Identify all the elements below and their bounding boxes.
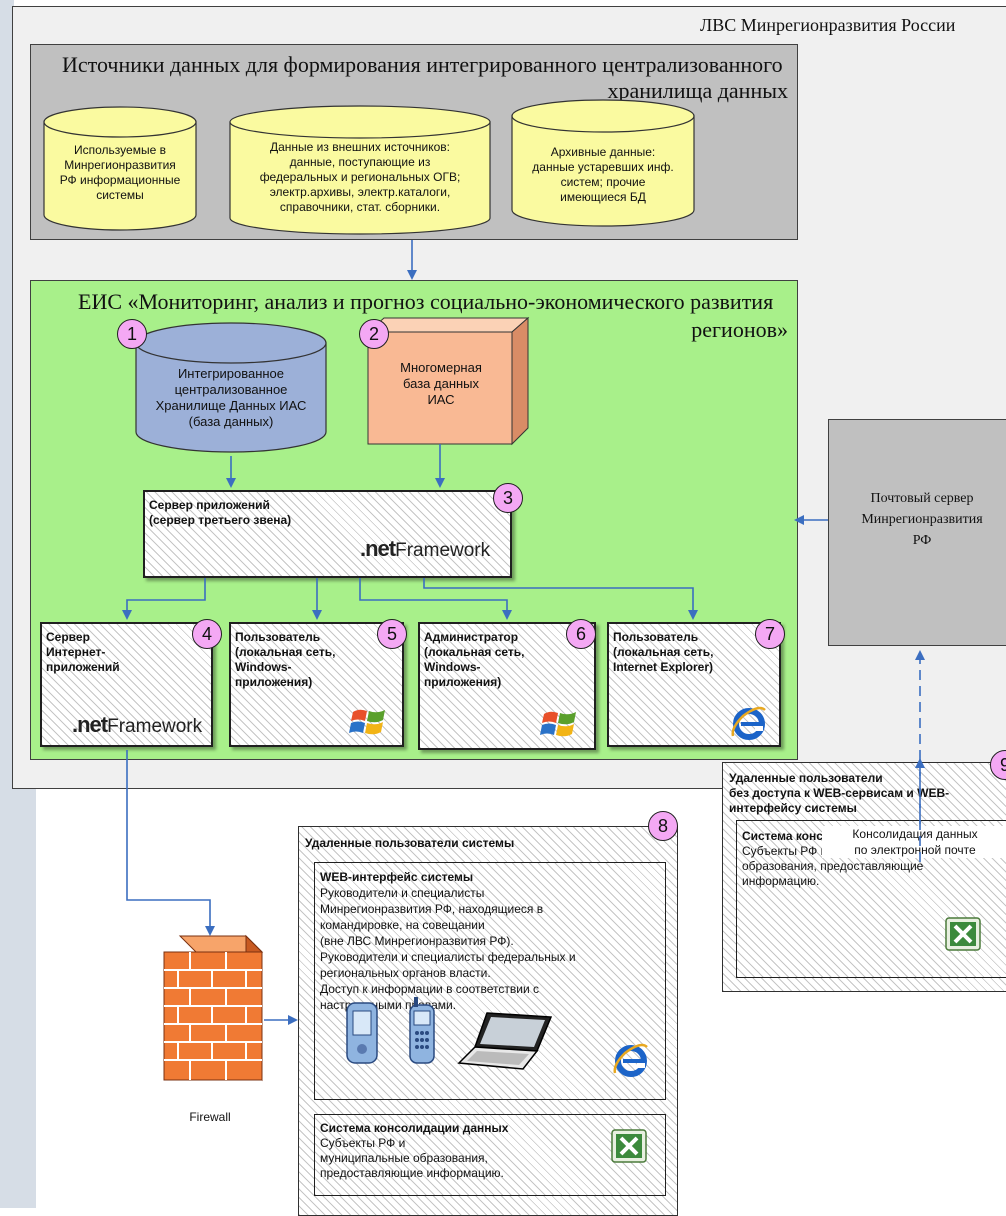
eis-title-line2: регионов» <box>691 317 788 342</box>
eis-title-line1: ЕИС «Мониторинг, анализ и прогноз социал… <box>78 289 774 314</box>
net-framework-logo-2: .netFramework <box>72 712 203 737</box>
internet-explorer-icon <box>613 1043 648 1077</box>
badge-1: 1 <box>117 319 147 349</box>
excel-icon <box>945 917 981 951</box>
local-user-ie-box: Пользователь(локальная сеть,Internet Exp… <box>607 622 781 747</box>
mail-server-box <box>828 419 1006 646</box>
excel-icon <box>611 1129 647 1163</box>
badge-2: 2 <box>359 319 389 349</box>
local-user-windows-box: Пользователь(локальная сеть, Windows-при… <box>229 622 404 747</box>
badge-8: 8 <box>648 811 678 841</box>
badge-6: 6 <box>566 619 596 649</box>
remote-users-title: Удаленные пользователи системы <box>305 836 515 850</box>
web-interface-box: WEB-интерфейс системы Руководители и спе… <box>314 862 666 1100</box>
consolidation-system-box: Система консолидации данных Субъекты РФ … <box>314 1114 666 1196</box>
lan-title: ЛВС Минрегионразвития России <box>700 15 956 35</box>
db2-text: Данные из внешних источников:данные, пос… <box>259 140 461 214</box>
laptop-icon <box>457 1012 553 1070</box>
consolidation-title: Система консолидации данных <box>320 1121 509 1135</box>
badge-7: 7 <box>755 619 785 649</box>
badge-4: 4 <box>192 619 222 649</box>
web-interface-title: WEB-интерфейс системы <box>320 870 474 884</box>
sources-title-line1: Источники данных для формирования интегр… <box>62 52 783 77</box>
net-framework-logo: .netFramework <box>360 536 491 561</box>
mobile-phone-icon <box>409 997 435 1064</box>
administrator-box: Администратор(локальная сеть, Windows-пр… <box>418 622 596 750</box>
internet-explorer-icon <box>731 706 766 740</box>
firewall-icon <box>163 934 264 1082</box>
windows-logo-icon <box>540 711 576 737</box>
app-server-box: Сервер приложений(сервер третьего звена)… <box>143 490 512 578</box>
pda-icon <box>346 1002 378 1064</box>
sources-title-line2: хранилища данных <box>607 78 788 103</box>
app-server-title: Сервер приложений(сервер третьего звена) <box>149 498 292 527</box>
badge-5: 5 <box>377 619 407 649</box>
db3-text: Архивные данные:данные устаревших инф. с… <box>532 145 674 204</box>
badge-3: 3 <box>493 483 523 513</box>
windows-logo-icon <box>349 709 385 735</box>
firewall-label: Firewall <box>189 1110 231 1124</box>
